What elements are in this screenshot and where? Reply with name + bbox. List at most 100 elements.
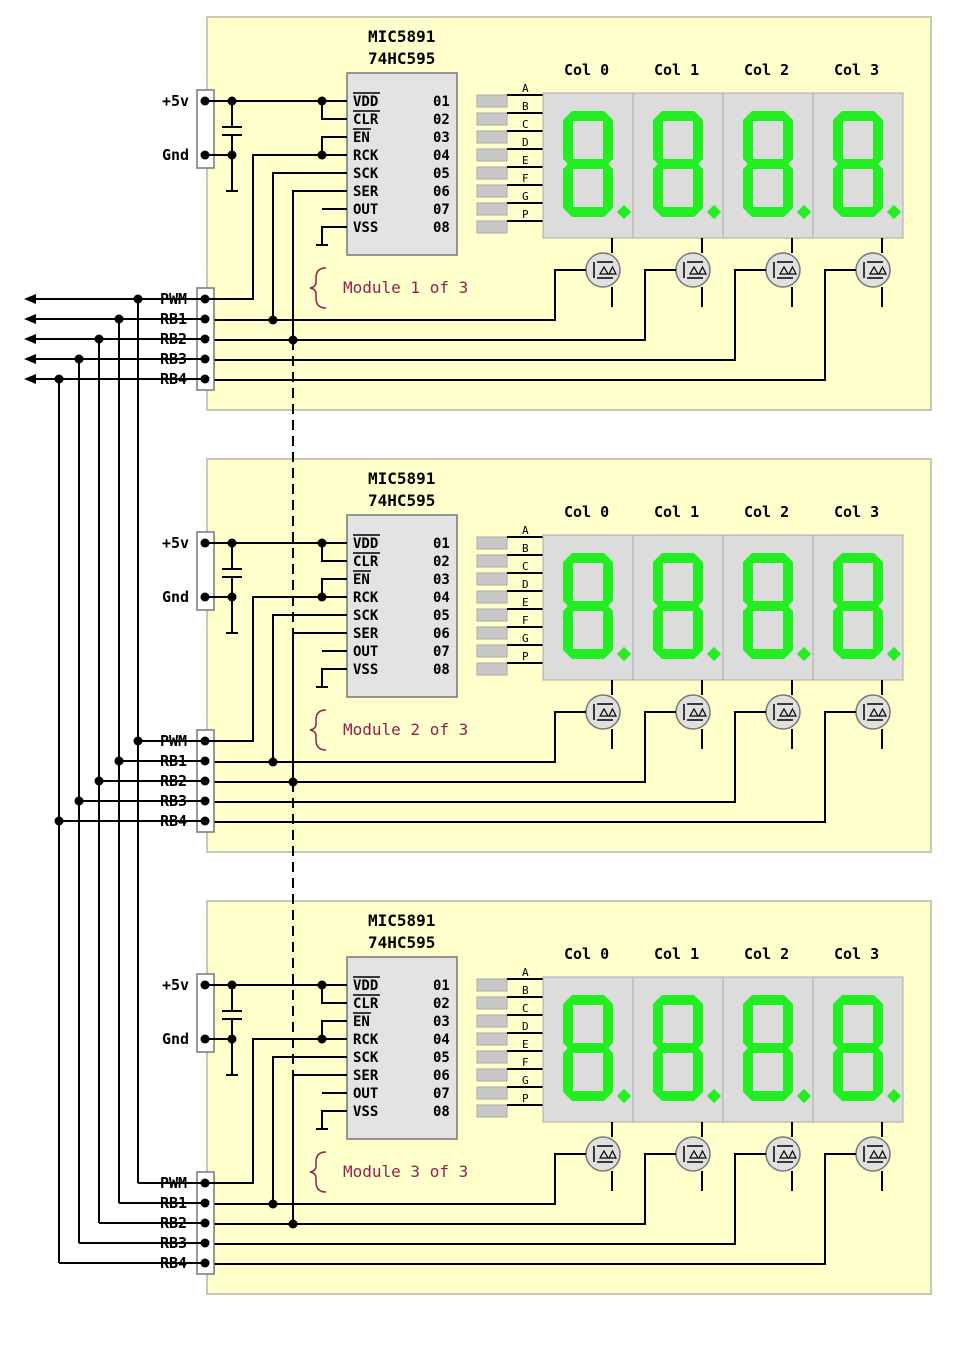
pin-label-vcc: +5v bbox=[162, 976, 189, 994]
resistor bbox=[476, 1104, 508, 1118]
segment bbox=[747, 207, 789, 217]
segment bbox=[693, 999, 703, 1048]
column-label: Col 2 bbox=[744, 503, 789, 521]
chip-pin-out-07: 07 bbox=[433, 644, 450, 660]
chip-pin-en: EN bbox=[353, 572, 370, 588]
segment bbox=[783, 999, 793, 1048]
wire bbox=[321, 1020, 347, 1040]
segment bbox=[837, 207, 879, 217]
chip-pin-vss: VSS bbox=[353, 662, 378, 678]
column-label: Col 3 bbox=[834, 945, 879, 963]
segment-label-f: F bbox=[522, 1056, 529, 1069]
segment bbox=[833, 1048, 843, 1097]
chip-pin-vss: VSS bbox=[353, 1104, 378, 1120]
segment bbox=[873, 1048, 883, 1097]
transistor-diode bbox=[868, 265, 880, 275]
chip-subtitle: 74HC595 bbox=[368, 49, 435, 68]
transistor-diode bbox=[878, 1149, 887, 1159]
transistor-diode bbox=[688, 1149, 700, 1159]
chip-pin-out-05: 05 bbox=[433, 166, 450, 182]
segment bbox=[833, 164, 843, 213]
column-label: Col 1 bbox=[654, 945, 699, 963]
segment bbox=[653, 164, 663, 213]
segment-label-g: G bbox=[522, 1074, 529, 1087]
transistor-diode bbox=[788, 265, 797, 275]
chip-pin-clr: CLR bbox=[353, 112, 379, 128]
segment bbox=[563, 557, 573, 606]
transistor-icon bbox=[675, 1136, 711, 1172]
wire bbox=[272, 1056, 347, 1204]
resistor bbox=[476, 1086, 508, 1100]
segment bbox=[657, 995, 699, 1005]
segment bbox=[747, 111, 789, 121]
wire bbox=[213, 269, 766, 361]
segment bbox=[833, 557, 843, 606]
segment bbox=[837, 553, 879, 563]
transistor-diode bbox=[788, 1149, 797, 1159]
segment bbox=[747, 553, 789, 563]
wire bbox=[213, 1153, 586, 1205]
chip-pin-out-03: 03 bbox=[433, 1014, 450, 1030]
junction-dot bbox=[94, 776, 104, 786]
segment bbox=[567, 601, 609, 611]
chip-pin-out-04: 04 bbox=[433, 148, 450, 164]
chip-pin-clr: CLR bbox=[353, 554, 379, 570]
segment bbox=[693, 557, 703, 606]
chip-title: MIC5891 bbox=[368, 27, 435, 46]
segment bbox=[743, 557, 753, 606]
chip-pin-out-06: 06 bbox=[433, 626, 450, 642]
chip-pin-out-04: 04 bbox=[433, 1032, 450, 1048]
resistor bbox=[476, 554, 508, 568]
segment-label-c: C bbox=[522, 560, 529, 573]
junction-dot bbox=[54, 816, 64, 826]
segment bbox=[567, 553, 609, 563]
transistor-icon bbox=[855, 1136, 891, 1172]
segment bbox=[657, 649, 699, 659]
segment bbox=[657, 207, 699, 217]
chip-pin-out-08: 08 bbox=[433, 1104, 450, 1120]
resistor bbox=[476, 662, 508, 676]
segment bbox=[657, 111, 699, 121]
junction-dot bbox=[268, 1199, 278, 1209]
chip-pin-clr: CLR bbox=[353, 996, 379, 1012]
wire bbox=[213, 269, 676, 341]
resistor bbox=[476, 220, 508, 234]
resistor bbox=[476, 184, 508, 198]
arrow-icon bbox=[24, 314, 36, 324]
segment bbox=[783, 606, 793, 655]
transistor-diode bbox=[778, 265, 790, 275]
segment bbox=[833, 606, 843, 655]
segment bbox=[567, 1091, 609, 1101]
segment-label-f: F bbox=[522, 614, 529, 627]
chip-pin-vss: VSS bbox=[353, 220, 378, 236]
segment bbox=[743, 999, 753, 1048]
segment-label-b: B bbox=[522, 542, 529, 555]
resistor bbox=[476, 626, 508, 640]
segment bbox=[567, 995, 609, 1005]
segment bbox=[783, 164, 793, 213]
module-1: MIC589174HC595VDDCLRENRCKSCKSEROUTVSS010… bbox=[160, 16, 932, 411]
decimal-point bbox=[796, 204, 812, 220]
segment bbox=[873, 115, 883, 164]
module-label: Module 2 of 3 bbox=[343, 720, 468, 739]
transistor-icon bbox=[585, 694, 621, 730]
transistor-icon bbox=[765, 694, 801, 730]
segment bbox=[747, 649, 789, 659]
segment-label-d: D bbox=[522, 1020, 529, 1033]
segment bbox=[743, 1048, 753, 1097]
column-label: Col 3 bbox=[834, 503, 879, 521]
wire bbox=[272, 614, 347, 762]
segment bbox=[833, 999, 843, 1048]
segment bbox=[747, 1043, 789, 1053]
segment bbox=[563, 999, 573, 1048]
transistor-icon bbox=[675, 252, 711, 288]
segment-label-g: G bbox=[522, 632, 529, 645]
segment-label-b: B bbox=[522, 100, 529, 113]
column-label: Col 2 bbox=[744, 61, 789, 79]
segment bbox=[743, 606, 753, 655]
wire bbox=[213, 711, 676, 783]
chip-pin-out: OUT bbox=[353, 1086, 378, 1102]
segment bbox=[567, 111, 609, 121]
segment bbox=[783, 115, 793, 164]
